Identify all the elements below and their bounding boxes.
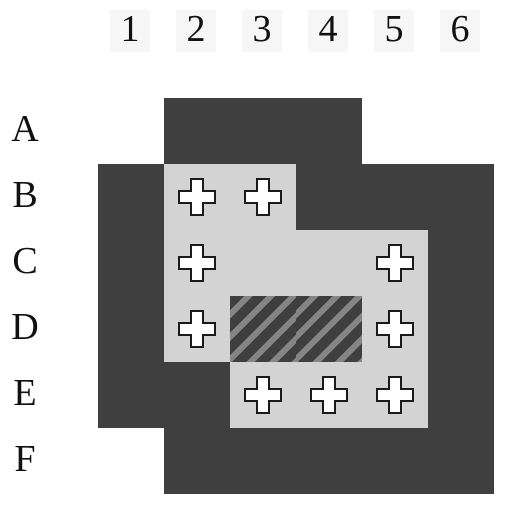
col-label-2: 2 [176,10,216,52]
board-cell-f4[interactable] [296,428,362,494]
board-cell-e2[interactable] [164,362,230,428]
board-cell-b5[interactable] [362,164,428,230]
board-cell-a3[interactable] [230,98,296,164]
board-cell-b1[interactable] [98,164,164,230]
plus-icon [376,310,414,348]
board-cell-c3[interactable] [230,230,296,296]
board-cell-e1[interactable] [98,362,164,428]
row-label-c: C [12,240,38,282]
plus-icon [310,376,348,414]
board-cell-f2[interactable] [164,428,230,494]
marker-e5[interactable] [362,362,428,428]
board-cell-f6[interactable] [428,428,494,494]
plus-icon [178,178,216,216]
marker-b2[interactable] [164,164,230,230]
board-cell-c4[interactable] [296,230,362,296]
marker-c2[interactable] [164,230,230,296]
hatched-cell-d3[interactable] [230,296,296,362]
plus-icon [376,376,414,414]
row-label-b: B [12,174,38,216]
col-label-6: 6 [440,10,480,52]
hatched-cell-d4[interactable] [296,296,362,362]
plus-icon [376,244,414,282]
board-cell-e6[interactable] [428,362,494,428]
board-cell-d1[interactable] [98,296,164,362]
marker-d2[interactable] [164,296,230,362]
board-cell-b4[interactable] [296,164,362,230]
row-label-e: E [13,372,37,414]
marker-c5[interactable] [362,230,428,296]
marker-b3[interactable] [230,164,296,230]
row-label-a: A [11,108,39,150]
board-cell-c6[interactable] [428,230,494,296]
board-cell-c1[interactable] [98,230,164,296]
row-label-d: D [11,306,39,348]
plus-icon [244,178,282,216]
plus-icon [178,244,216,282]
marker-e4[interactable] [296,362,362,428]
col-label-5: 5 [374,10,414,52]
board-cell-d6[interactable] [428,296,494,362]
row-label-f: F [14,438,36,480]
board-cell-b6[interactable] [428,164,494,230]
col-label-1: 1 [110,10,150,52]
marker-d5[interactable] [362,296,428,362]
marker-e3[interactable] [230,362,296,428]
plus-icon [178,310,216,348]
col-label-4: 4 [308,10,348,52]
board-cell-f5[interactable] [362,428,428,494]
board-cell-a4[interactable] [296,98,362,164]
board-cell-f3[interactable] [230,428,296,494]
plus-icon [244,376,282,414]
col-label-3: 3 [242,10,282,52]
board-cell-a2[interactable] [164,98,230,164]
